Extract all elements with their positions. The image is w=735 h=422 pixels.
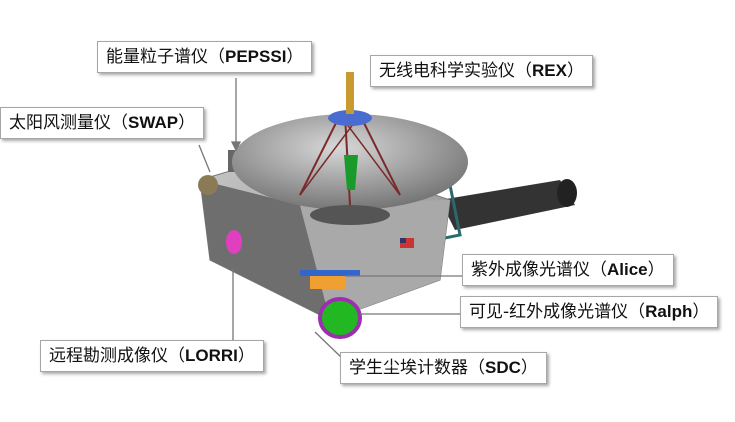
label-close: ） [647,260,665,280]
label-close: ） [237,346,255,366]
label-en: PEPSSI [225,47,287,66]
label-close: ） [692,302,710,322]
label-alice: 紫外成像光谱仪（Alice） [462,254,674,286]
label-close: ） [520,358,538,378]
label-sdc: 学生尘埃计数器（SDC） [340,352,547,384]
label-close: ） [566,61,584,81]
high-gain-antenna [232,72,468,225]
label-cn: 远程勘测成像仪（ [49,346,185,366]
label-close: ） [286,47,304,67]
label-cn: 学生尘埃计数器（ [349,358,485,378]
leader-lines [198,78,462,359]
label-en: REX [532,61,567,80]
label-close: ） [178,113,196,133]
label-pepssi: 能量粒子谱仪（PEPSSI） [97,41,313,73]
label-cn: 可见-红外成像光谱仪（ [469,302,646,322]
label-cn: 太阳风测量仪（ [9,113,128,133]
label-en: LORRI [185,346,238,365]
label-cn: 能量粒子谱仪（ [106,47,225,67]
label-cn: 紫外成像光谱仪（ [471,260,607,280]
label-en: Alice [607,260,648,279]
label-lorri: 远程勘测成像仪（LORRI） [40,340,264,372]
label-en: SDC [485,358,521,377]
label-en: Ralph [645,302,693,321]
label-swap: 太阳风测量仪（SWAP） [0,107,205,139]
label-rex: 无线电科学实验仪（REX） [370,55,593,87]
label-ralph: 可见-红外成像光谱仪（Ralph） [460,296,719,328]
label-cn: 无线电科学实验仪（ [379,61,532,81]
label-en: SWAP [128,113,179,132]
